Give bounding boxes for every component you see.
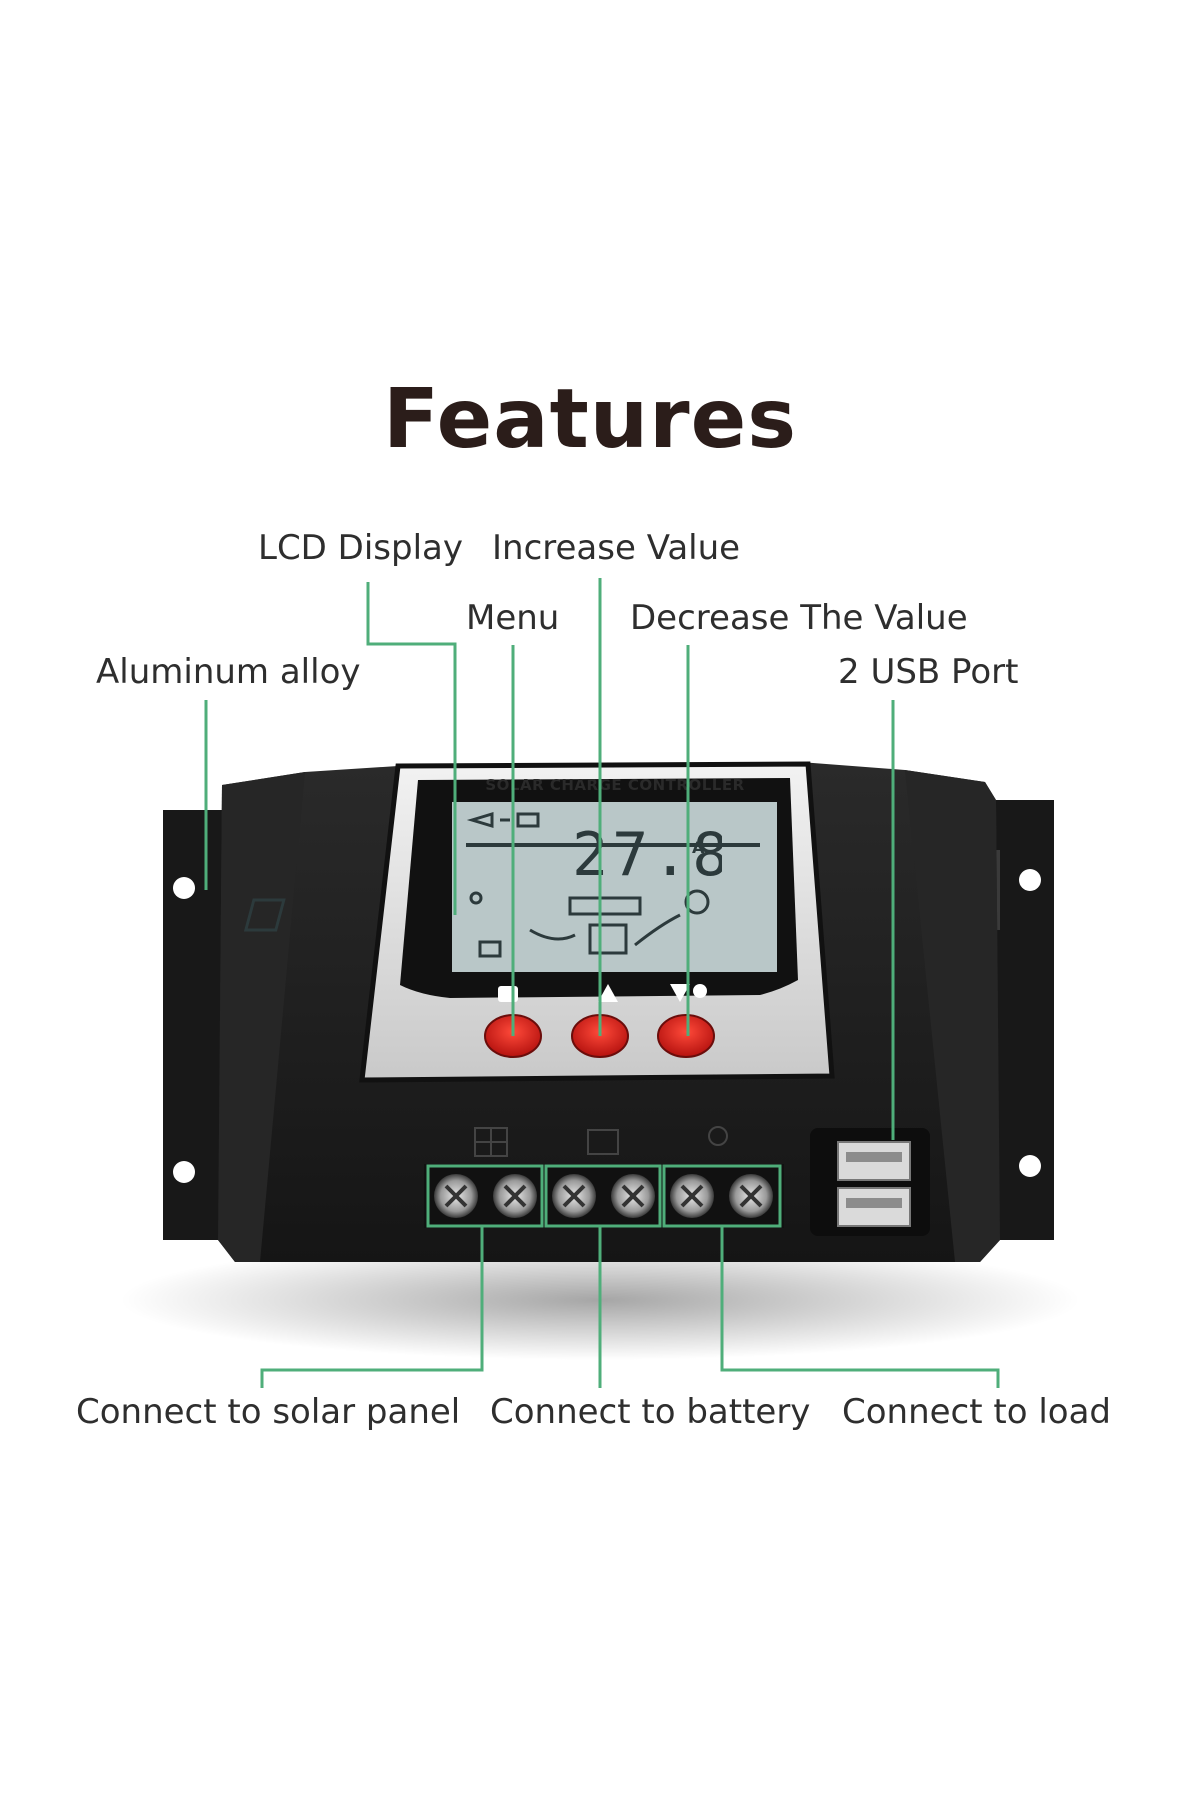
lcd-bulb-icon bbox=[684, 889, 710, 915]
load-terminal-icon bbox=[708, 1126, 728, 1146]
lcd-load-blocks bbox=[568, 896, 642, 916]
callout-line-load bbox=[720, 1226, 1000, 1388]
right-mounting-flange bbox=[990, 800, 1054, 1240]
menu-symbol-icon bbox=[498, 986, 518, 1002]
decrease-button[interactable] bbox=[657, 1014, 715, 1058]
label-solar-panel: Connect to solar panel bbox=[76, 1392, 461, 1432]
callout-lines bbox=[204, 578, 1000, 1388]
left-mounting-flange bbox=[163, 810, 223, 1240]
bulb-symbol-icon bbox=[693, 984, 707, 998]
label-increase-value: Increase Value bbox=[492, 528, 741, 568]
lcd-screen bbox=[452, 802, 777, 972]
lcd-small-icon bbox=[478, 940, 502, 958]
label-load: Connect to load bbox=[842, 1392, 1111, 1432]
label-menu: Menu bbox=[466, 598, 560, 638]
battery-terminal-icon bbox=[587, 1129, 619, 1155]
lcd-reading-unit: A bbox=[692, 838, 705, 857]
lcd-reading-value: 27.8 bbox=[572, 820, 722, 890]
battery-terminal-outline bbox=[544, 1164, 662, 1228]
lcd-panel-icon bbox=[243, 898, 286, 932]
label-aluminum-alloy: Aluminum alloy bbox=[96, 652, 361, 692]
lcd-panel-arrow-icon bbox=[466, 811, 510, 829]
terminal-icons bbox=[474, 1126, 728, 1157]
body-facet-right bbox=[905, 770, 1000, 1262]
label-usb-port: 2 USB Port bbox=[838, 652, 1019, 692]
terminal-screw-slots bbox=[444, 1184, 763, 1208]
device-header-text: SOLAR CHARGE CONTROLLER bbox=[485, 776, 745, 794]
label-lcd-display: LCD Display bbox=[258, 528, 463, 568]
lcd-flow-arrow-right-icon bbox=[634, 913, 681, 947]
lcd-flow-arrow-left-icon bbox=[529, 928, 576, 941]
page-title: Features bbox=[382, 372, 798, 467]
lcd-battery-icon bbox=[588, 923, 628, 955]
callout-line-lcd-display bbox=[366, 582, 457, 915]
lcd-battery-top-icon bbox=[516, 812, 540, 828]
label-battery: Connect to battery bbox=[490, 1392, 811, 1432]
callout-line-solar-panel bbox=[260, 1226, 484, 1388]
down-triangle-icon bbox=[670, 984, 690, 1002]
up-triangle-icon bbox=[598, 984, 618, 1002]
label-decrease-value: Decrease The Value bbox=[630, 598, 968, 638]
solar-terminal-outline bbox=[426, 1164, 544, 1228]
body-facet-left bbox=[218, 772, 305, 1262]
lcd-segments bbox=[243, 811, 760, 958]
terminal-block bbox=[424, 1164, 784, 1228]
lcd-sun-icon bbox=[469, 891, 483, 905]
